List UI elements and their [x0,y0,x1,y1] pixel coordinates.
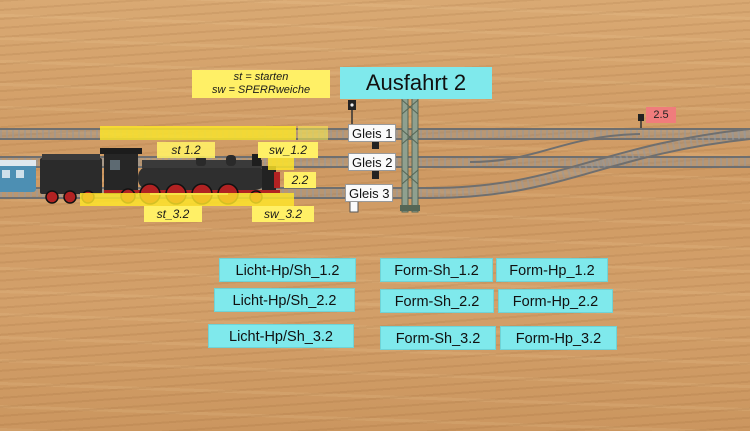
distant-marker-label: 2.5 [646,107,676,123]
crossover-curve [469,133,641,163]
legend-box: st = starten sw = SPERRweiche [192,70,330,98]
legend-line-start: st = starten [233,71,289,83]
highlight-sw-2 [268,156,294,170]
label-sw-1: sw_1.2 [258,142,318,158]
form-sh-1-button[interactable]: Form-Sh_1.2 [380,258,493,282]
gleis-2-label[interactable]: Gleis 2 [348,153,397,171]
licht-hp-sh-1-button[interactable]: Licht-Hp/Sh_1.2 [219,258,356,282]
passenger-car [0,160,36,192]
track-3 [0,128,750,199]
licht-hp-sh-2-button[interactable]: Licht-Hp/Sh_2.2 [214,288,355,312]
highlight-sw-1 [298,126,328,140]
form-sh-2-button[interactable]: Form-Sh_2.2 [380,289,494,313]
gleis-3-label[interactable]: Gleis 3 [345,184,394,202]
licht-hp-sh-3-button[interactable]: Licht-Hp/Sh_3.2 [208,324,354,348]
label-st-3: st_3.2 [144,206,202,222]
highlight-st-1 [100,126,296,140]
signal-post-1 [348,100,356,126]
form-sh-3-button[interactable]: Form-Sh_3.2 [380,326,496,350]
page-title: Ausfahrt 2 [340,67,492,99]
gleis-1-label[interactable]: Gleis 1 [348,124,397,142]
form-hp-3-button[interactable]: Form-Hp_3.2 [500,326,617,350]
legend-line-lockswitch: sw = SPERRweiche [211,84,311,96]
distant-signal [638,114,644,128]
label-st-1: st 1.2 [157,142,215,158]
form-hp-1-button[interactable]: Form-Hp_1.2 [496,258,608,282]
form-hp-2-button[interactable]: Form-Hp_2.2 [498,289,613,313]
highlight-st-3 [80,193,294,206]
label-sw-3: sw_3.2 [252,206,314,222]
label-sw-2: 2.2 [284,172,316,188]
